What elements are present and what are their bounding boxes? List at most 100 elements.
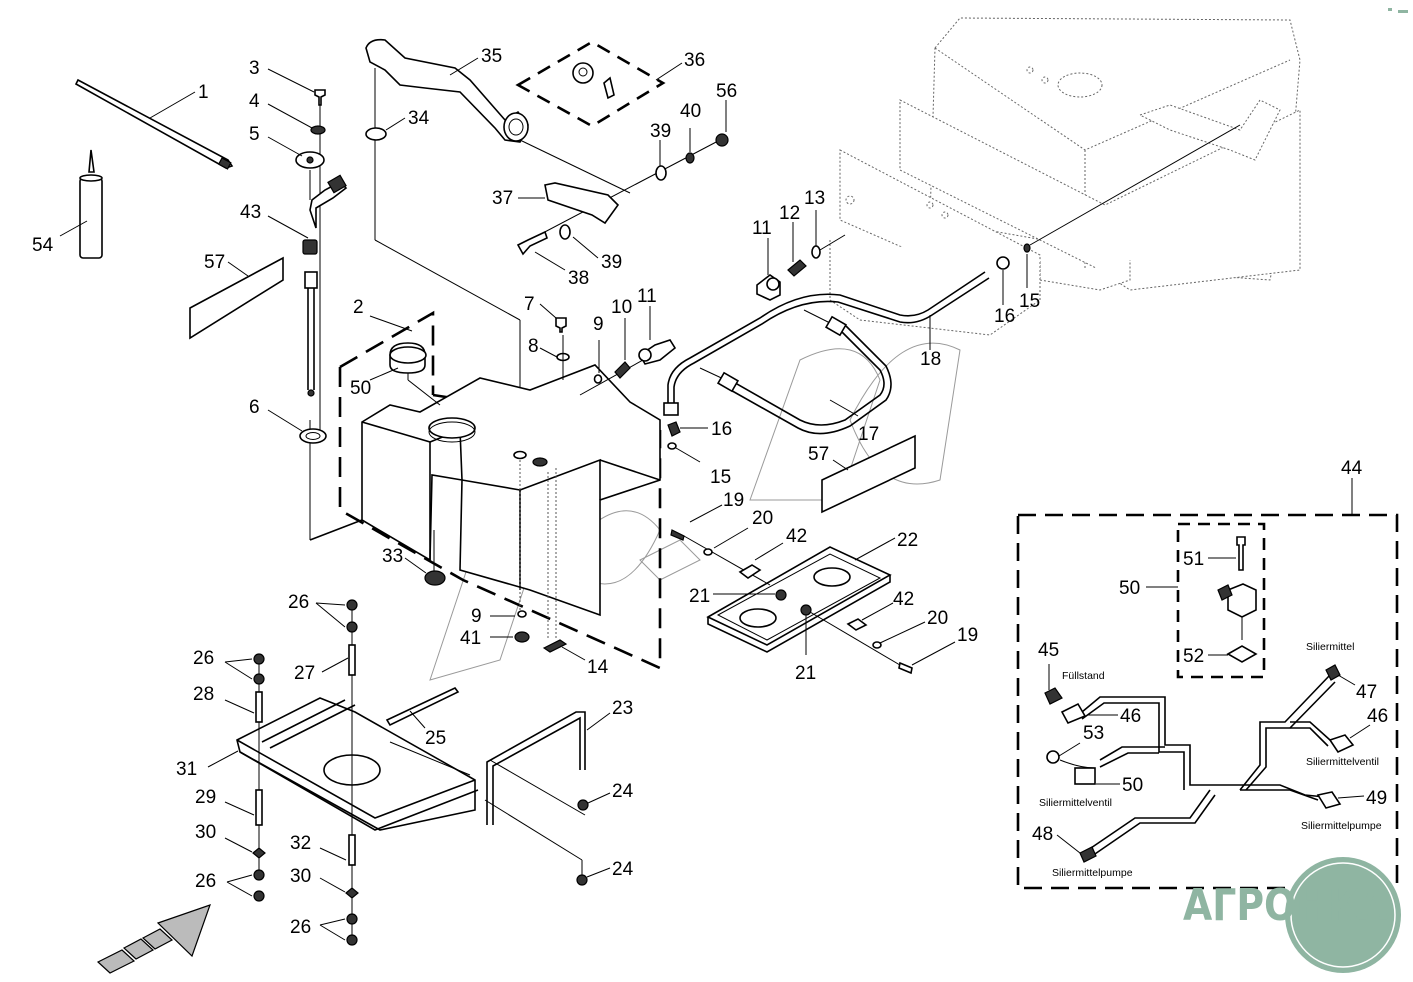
label-siliermittelventil-right: Siliermittelventil [1306, 756, 1379, 768]
callout-28: 28 [193, 684, 214, 705]
callout-50: 50 [350, 378, 371, 399]
callout-12: 12 [779, 203, 800, 224]
callout-22: 22 [897, 530, 918, 551]
callout-34: 34 [408, 108, 430, 129]
callout-33: 33 [382, 546, 403, 567]
callout-25: 25 [425, 728, 446, 749]
part-37-bracket-assembly: 37 39 40 56 39 38 [492, 81, 737, 289]
label-siliermittelventil-left: Siliermittelventil [1039, 797, 1112, 809]
callout-19: 19 [723, 490, 744, 511]
callout-54: 54 [32, 235, 54, 256]
callout-20: 20 [927, 608, 948, 629]
callout-11: 11 [752, 218, 772, 239]
label-fuellstand: Füllstand [1062, 670, 1105, 682]
callout-47: 47 [1356, 682, 1377, 703]
callout-26: 26 [290, 917, 311, 938]
callout-24: 24 [612, 781, 634, 802]
lower-connector-16-15: 16 15 [667, 419, 732, 488]
callout-49: 49 [1366, 788, 1387, 809]
tank-bottom-fittings: 9 41 14 [460, 606, 609, 678]
callout-23: 23 [612, 698, 633, 719]
callout-46: 46 [1367, 706, 1388, 727]
part-25-foam-strip: 25 [385, 686, 460, 749]
callout-9: 9 [471, 606, 482, 627]
corner-mark [1388, 8, 1408, 13]
part-36-cap-kit: 36 [515, 40, 705, 128]
callout-27: 27 [294, 663, 315, 684]
callout-52: 52 [1183, 646, 1204, 667]
callout-42: 42 [786, 526, 807, 547]
part-35-filler-pipe: 35 34 [365, 38, 529, 450]
logo-text: АГРОНКА [1183, 880, 1388, 931]
callout-30: 30 [195, 822, 216, 843]
callout-24: 24 [612, 859, 634, 880]
callout-57: 57 [808, 444, 829, 465]
part-57-foam-strip-left: 57 [189, 252, 284, 340]
callout-19: 19 [957, 625, 978, 646]
callout-36: 36 [684, 50, 705, 71]
callout-40: 40 [680, 101, 701, 122]
callout-13: 13 [804, 188, 825, 209]
outlet-fittings: 7 8 9 10 11 [524, 286, 677, 396]
callout-43: 43 [240, 202, 261, 223]
upper-fittings: 11 12 13 16 15 [752, 124, 1241, 327]
callout-10: 10 [611, 297, 632, 318]
agronka-logo: АГРОНКА [1183, 857, 1401, 973]
level-sensor-stack: 3 4 5 43 6 [240, 58, 348, 540]
callout-3: 3 [249, 58, 260, 79]
part-22-mounting-plate: 22 19 20 42 21 21 42 20 19 [670, 490, 978, 684]
callout-39: 39 [601, 252, 622, 273]
callout-20: 20 [752, 508, 773, 529]
callout-29: 29 [195, 787, 216, 808]
callout-1: 1 [198, 82, 209, 103]
part-57-foam-strip-right: 57 [808, 434, 916, 514]
callout-7: 7 [524, 294, 535, 315]
callout-11: 11 [637, 286, 657, 307]
callout-53: 53 [1083, 723, 1104, 744]
label-siliermittel: Siliermittel [1306, 641, 1354, 653]
travel-direction-arrow-icon [96, 904, 211, 974]
callout-56: 56 [716, 81, 737, 102]
callout-26: 26 [195, 871, 216, 892]
callout-5: 5 [249, 124, 260, 145]
callout-26: 26 [288, 592, 309, 613]
stud-stack-left: 26 28 29 30 26 [193, 648, 266, 902]
callout-44: 44 [1341, 458, 1363, 479]
callout-21: 21 [795, 663, 816, 684]
part-17-hose: 17 [699, 309, 892, 445]
part-1-cable-tie: 1 [74, 78, 234, 170]
callout-15: 15 [710, 467, 731, 488]
callout-38: 38 [568, 268, 589, 289]
machine-body-outline [829, 17, 1301, 336]
detail-44-wiring-harness: 44 50 51 52 45 Füllstand 46 [1016, 458, 1399, 890]
callout-45: 45 [1038, 640, 1059, 661]
callout-6: 6 [249, 397, 260, 418]
callout-8: 8 [528, 336, 539, 357]
callout-35: 35 [481, 46, 502, 67]
callout-57: 57 [204, 252, 225, 273]
callout-15: 15 [1019, 291, 1040, 312]
callout-48: 48 [1032, 824, 1053, 845]
callout-32: 32 [290, 833, 311, 854]
part-18-pipe: 18 [663, 271, 990, 416]
callout-50: 50 [1122, 775, 1143, 796]
callout-51: 51 [1183, 549, 1204, 570]
label-siliermittelpumpe-right: Siliermittelpumpe [1301, 820, 1382, 832]
callout-18: 18 [920, 349, 941, 370]
part-31-base-frame: 31 [176, 697, 479, 831]
callout-26: 26 [193, 648, 214, 669]
callout-46: 46 [1120, 706, 1141, 727]
callout-41: 41 [460, 628, 481, 649]
callout-14: 14 [587, 657, 609, 678]
callout-31: 31 [176, 759, 197, 780]
callout-17: 17 [858, 424, 879, 445]
stud-stack-center: 26 27 32 30 26 [288, 592, 359, 946]
callout-9: 9 [593, 314, 604, 335]
callout-39: 39 [650, 121, 671, 142]
callout-50: 50 [1119, 578, 1140, 599]
callout-16: 16 [994, 306, 1015, 327]
callout-4: 4 [249, 91, 260, 112]
part-23-bracket: 23 24 24 [484, 698, 634, 886]
part-54-sealant-tube: 54 [32, 149, 103, 259]
